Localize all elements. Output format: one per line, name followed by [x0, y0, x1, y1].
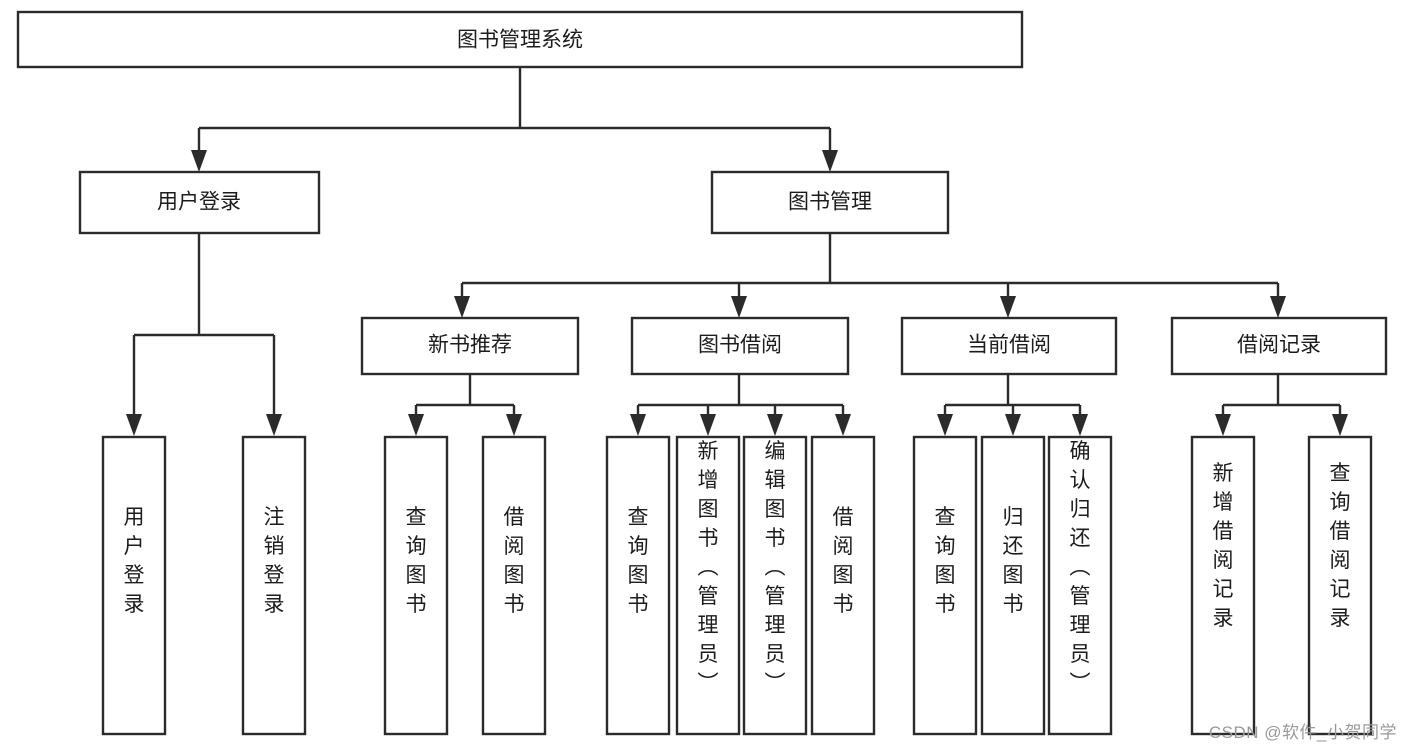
arrow-head-leaf-edit-book [767, 414, 783, 436]
node-leaf-query-book-2[interactable]: 查询图书 [605, 435, 671, 736]
node-leaf-confirm-return-label: 确认归还︵管理员︶ [1070, 440, 1091, 695]
node-current-borrow-label: 当前借阅 [967, 334, 1051, 357]
node-book-borrow-label: 图书借阅 [698, 334, 782, 357]
node-root-label: 图书管理系统 [457, 29, 583, 52]
node-leaf-query-book-1[interactable]: 查询图书 [383, 435, 449, 736]
node-new-book-rec-label: 新书推荐 [428, 334, 512, 357]
node-borrow-record[interactable]: 借阅记录 [1170, 316, 1388, 376]
node-leaf-logout[interactable]: 注销登录 [241, 435, 307, 736]
node-leaf-borrow-book-1-label: 借阅图书 [504, 506, 525, 616]
node-leaf-return-book-label: 归还图书 [1003, 506, 1024, 616]
node-leaf-query-record-box[interactable] [1307, 435, 1373, 736]
node-user-login-box[interactable] [78, 170, 321, 235]
connector-borrowrecord-to-leaves [1221, 374, 1342, 420]
node-leaf-logout-box[interactable] [241, 435, 307, 736]
node-leaf-user-login-label: 用户登录 [124, 506, 145, 616]
node-leaf-borrow-book-1[interactable]: 借阅图书 [481, 435, 547, 736]
csdn-watermark: CSDN @软件_小贺同学 [1208, 723, 1397, 742]
node-borrow-record-label: 借阅记录 [1237, 334, 1321, 357]
node-leaf-query-record-label: 查询借阅记录 [1330, 462, 1351, 630]
node-leaf-borrow-book-2[interactable]: 借阅图书 [810, 435, 876, 736]
arrow-head-leaf-add-record [1215, 414, 1231, 436]
node-leaf-add-record-box[interactable] [1190, 435, 1256, 736]
node-leaf-add-record-label: 新增借阅记录 [1213, 462, 1234, 630]
arrow-head-book-manage [822, 150, 838, 172]
node-root[interactable]: 图书管理系统 [16, 10, 1024, 69]
arrow-head-borrow-record [1270, 296, 1286, 318]
connector-layer [126, 67, 1348, 436]
node-current-borrow-box[interactable] [900, 316, 1118, 376]
arrow-head-leaf-borrow-book-2 [835, 414, 851, 436]
node-leaf-confirm-return-box[interactable] [1047, 435, 1113, 736]
node-leaf-confirm-return[interactable]: 确认归还︵管理员︶ [1047, 435, 1113, 736]
node-leaf-return-book-box[interactable] [980, 435, 1046, 736]
node-leaf-edit-book-label: 编辑图书︵管理员︶ [765, 440, 786, 695]
arrow-head-leaf-borrow-book-1 [506, 414, 522, 436]
node-current-borrow[interactable]: 当前借阅 [900, 316, 1118, 376]
node-new-book-rec-box[interactable] [360, 316, 580, 376]
arrow-head-book-borrow [731, 296, 747, 318]
node-leaf-add-book[interactable]: 新增图书︵管理员︶ [675, 435, 741, 736]
node-book-manage-label: 图书管理 [788, 191, 872, 214]
arrow-head-user-login [191, 150, 207, 172]
connector-currentborrow-to-leaves [943, 374, 1082, 420]
node-user-login-label: 用户登录 [157, 191, 241, 214]
node-leaf-borrow-book-2-label: 借阅图书 [833, 506, 854, 616]
arrow-head-leaf-query-book-2 [630, 414, 646, 436]
node-root-box[interactable] [16, 10, 1024, 69]
node-leaf-user-login-box[interactable] [101, 435, 167, 736]
node-leaf-borrow-book-1-box[interactable] [481, 435, 547, 736]
connector-newbook-to-leaves [414, 374, 516, 420]
node-book-manage-box[interactable] [710, 170, 950, 235]
arrow-head-leaf-return-book [1005, 414, 1021, 436]
connector-bookborrow-to-leaves [636, 374, 845, 420]
node-leaf-query-book-2-label: 查询图书 [628, 506, 649, 616]
connector-userlogin-to-leaves [132, 233, 276, 420]
node-leaf-edit-book-box[interactable] [742, 435, 808, 736]
node-book-borrow[interactable]: 图书借阅 [630, 316, 850, 376]
node-leaf-add-record[interactable]: 新增借阅记录 [1190, 435, 1256, 736]
node-borrow-record-box[interactable] [1170, 316, 1388, 376]
node-leaf-query-book-2-box[interactable] [605, 435, 671, 736]
node-leaf-add-book-box[interactable] [675, 435, 741, 736]
node-leaf-logout-label: 注销登录 [264, 506, 285, 616]
node-book-manage[interactable]: 图书管理 [710, 170, 950, 235]
node-leaf-query-book-3-box[interactable] [912, 435, 978, 736]
arrow-head-leaf-query-book-1 [408, 414, 424, 436]
connector-root-to-level1 [197, 67, 832, 158]
node-book-borrow-box[interactable] [630, 316, 850, 376]
node-user-login[interactable]: 用户登录 [78, 170, 321, 235]
arrow-head-leaf-add-book [700, 414, 716, 436]
arrow-head-leaf-query-book-3 [937, 414, 953, 436]
arrow-head-leaf-query-record [1332, 414, 1348, 436]
node-leaf-edit-book[interactable]: 编辑图书︵管理员︶ [742, 435, 808, 736]
node-leaf-return-book[interactable]: 归还图书 [980, 435, 1046, 736]
arrow-head-new-book-rec [454, 296, 470, 318]
node-leaf-query-book-1-label: 查询图书 [406, 506, 427, 616]
node-leaf-borrow-book-2-box[interactable] [810, 435, 876, 736]
arrow-head-leaf-logout [266, 414, 282, 436]
connector-bookmanage-to-level2 [460, 233, 1280, 305]
node-leaf-query-book-3[interactable]: 查询图书 [912, 435, 978, 736]
node-leaf-query-record[interactable]: 查询借阅记录 [1307, 435, 1373, 736]
arrow-head-current-borrow [1000, 296, 1016, 318]
node-leaf-query-book-3-label: 查询图书 [935, 506, 956, 616]
node-new-book-rec[interactable]: 新书推荐 [360, 316, 580, 376]
node-leaf-query-book-1-box[interactable] [383, 435, 449, 736]
node-leaf-user-login[interactable]: 用户登录 [101, 435, 167, 736]
arrow-head-leaf-confirm-return [1072, 414, 1088, 436]
arrow-head-leaf-user-login [126, 414, 142, 436]
node-leaf-add-book-label: 新增图书︵管理员︶ [698, 440, 719, 695]
